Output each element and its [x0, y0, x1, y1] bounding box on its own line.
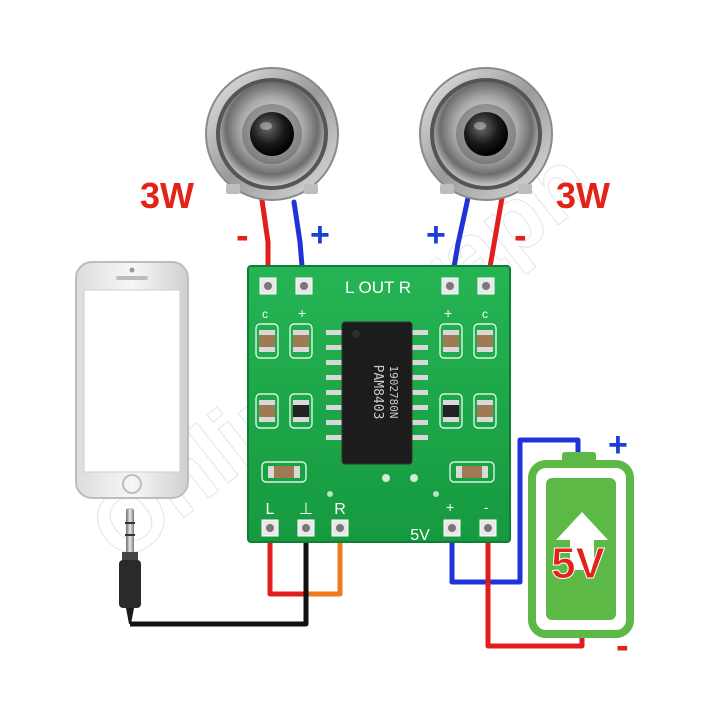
- audio-jack-icon: [119, 508, 141, 624]
- wire-input-right: [308, 528, 343, 597]
- right-speaker-power-label: 3W: [556, 175, 610, 216]
- silk-mark: c: [262, 307, 268, 321]
- chip-pins-right: [410, 330, 428, 440]
- right-speaker-minus-label: -: [514, 215, 527, 257]
- amplifier-board: L OUT R + + c c: [247, 265, 511, 544]
- speaker-icon: [205, 67, 339, 201]
- battery: [528, 452, 634, 638]
- input-left-label: L: [266, 501, 275, 518]
- silk-mark: +: [444, 305, 452, 321]
- wire-input-left: [267, 528, 312, 597]
- battery-plus-label: +: [608, 426, 628, 464]
- smd-components: [255, 323, 497, 497]
- chip-marking-2: 1902780N: [387, 366, 400, 419]
- silk-mark: -: [484, 499, 489, 515]
- wire-supply-positive: [449, 437, 581, 585]
- left-speaker-minus-label: -: [236, 215, 249, 257]
- right-speaker-plus-label: +: [426, 216, 446, 254]
- left-speaker-plus-label: +: [310, 216, 330, 254]
- smartphone-icon: [75, 261, 189, 499]
- input-ground-label: ⊥: [299, 501, 313, 518]
- chip-marking-1: PAM8403: [370, 365, 385, 420]
- battery-icon: [528, 452, 634, 638]
- silk-mark: c: [482, 307, 488, 321]
- left-speaker: [205, 67, 339, 201]
- speaker-icon: [419, 67, 553, 201]
- wire-input-ground: [130, 528, 309, 627]
- amplifier-chip: PAM8403 1902780N: [326, 321, 428, 465]
- output-header-label: L OUT R: [345, 278, 411, 297]
- chip-pins-left: [326, 330, 344, 440]
- right-speaker: [419, 67, 553, 201]
- output-pads: [259, 277, 495, 295]
- battery-voltage-label: 5V: [551, 539, 605, 588]
- supply-label: 5V: [410, 527, 430, 544]
- audio-jack: [119, 508, 141, 624]
- left-speaker-power-label: 3W: [140, 175, 194, 216]
- input-right-label: R: [334, 501, 346, 518]
- silk-mark: +: [446, 499, 454, 515]
- input-pads: [261, 519, 497, 537]
- battery-minus-label: -: [616, 625, 629, 667]
- silk-mark: +: [298, 305, 306, 321]
- smartphone: [75, 261, 189, 499]
